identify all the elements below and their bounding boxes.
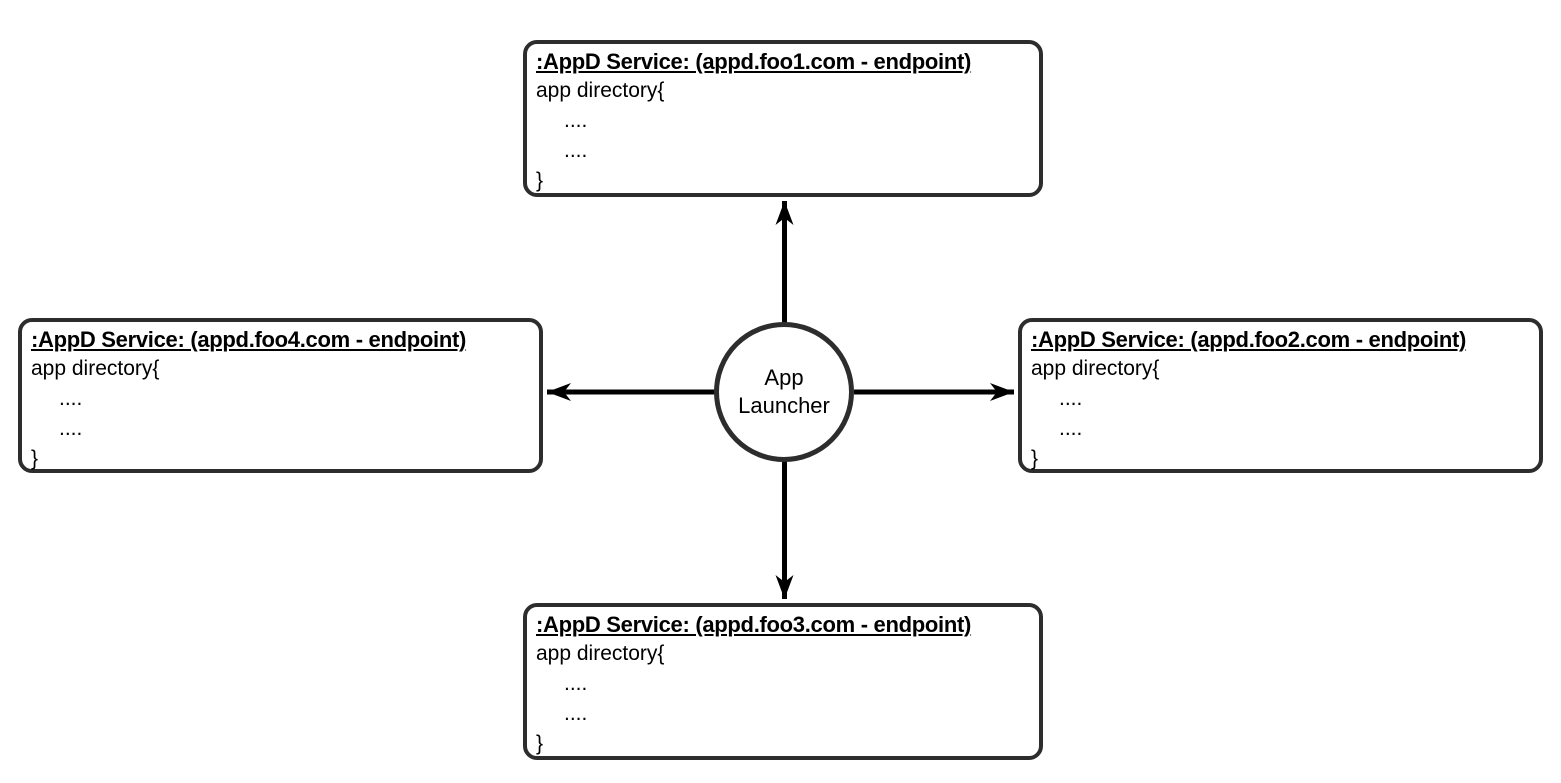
service-node-title: :AppD Service: (appd.foo4.com - endpoint…: [31, 327, 467, 352]
service-body-line: app directory{: [536, 642, 665, 665]
service-body-line: ....: [59, 387, 83, 410]
service-body-line: ....: [564, 139, 588, 162]
service-node-title: :AppD Service: (appd.foo2.com - endpoint…: [1031, 327, 1467, 352]
service-body-line: }: [31, 447, 39, 470]
service-body-line: ....: [564, 672, 588, 695]
service-body-line: }: [536, 169, 544, 192]
app-launcher-label: App: [764, 365, 804, 390]
service-body-line: app directory{: [31, 357, 160, 380]
service-body-line: ....: [564, 702, 588, 725]
service-node-title: :AppD Service: (appd.foo3.com - endpoint…: [536, 612, 972, 637]
service-body-line: ....: [1059, 417, 1083, 440]
service-node-appd-foo3: :AppD Service: (appd.foo3.com - endpoint…: [523, 603, 1043, 760]
app-launcher-node: App Launcher: [714, 322, 854, 462]
service-node-appd-foo1: :AppD Service: (appd.foo1.com - endpoint…: [523, 40, 1043, 197]
service-node-appd-foo2: :AppD Service: (appd.foo2.com - endpoint…: [1018, 318, 1543, 473]
service-node-title: :AppD Service: (appd.foo1.com - endpoint…: [536, 49, 972, 74]
service-body-line: }: [536, 732, 544, 755]
service-body-line: ....: [59, 417, 83, 440]
service-body-line: ....: [1059, 387, 1083, 410]
service-body-line: }: [1031, 447, 1039, 470]
service-body-line: app directory{: [536, 79, 665, 102]
service-node-appd-foo4: :AppD Service: (appd.foo4.com - endpoint…: [18, 318, 543, 473]
service-body-line: app directory{: [1031, 357, 1160, 380]
service-body-line: ....: [564, 109, 588, 132]
app-launcher-label: Launcher: [738, 393, 830, 418]
